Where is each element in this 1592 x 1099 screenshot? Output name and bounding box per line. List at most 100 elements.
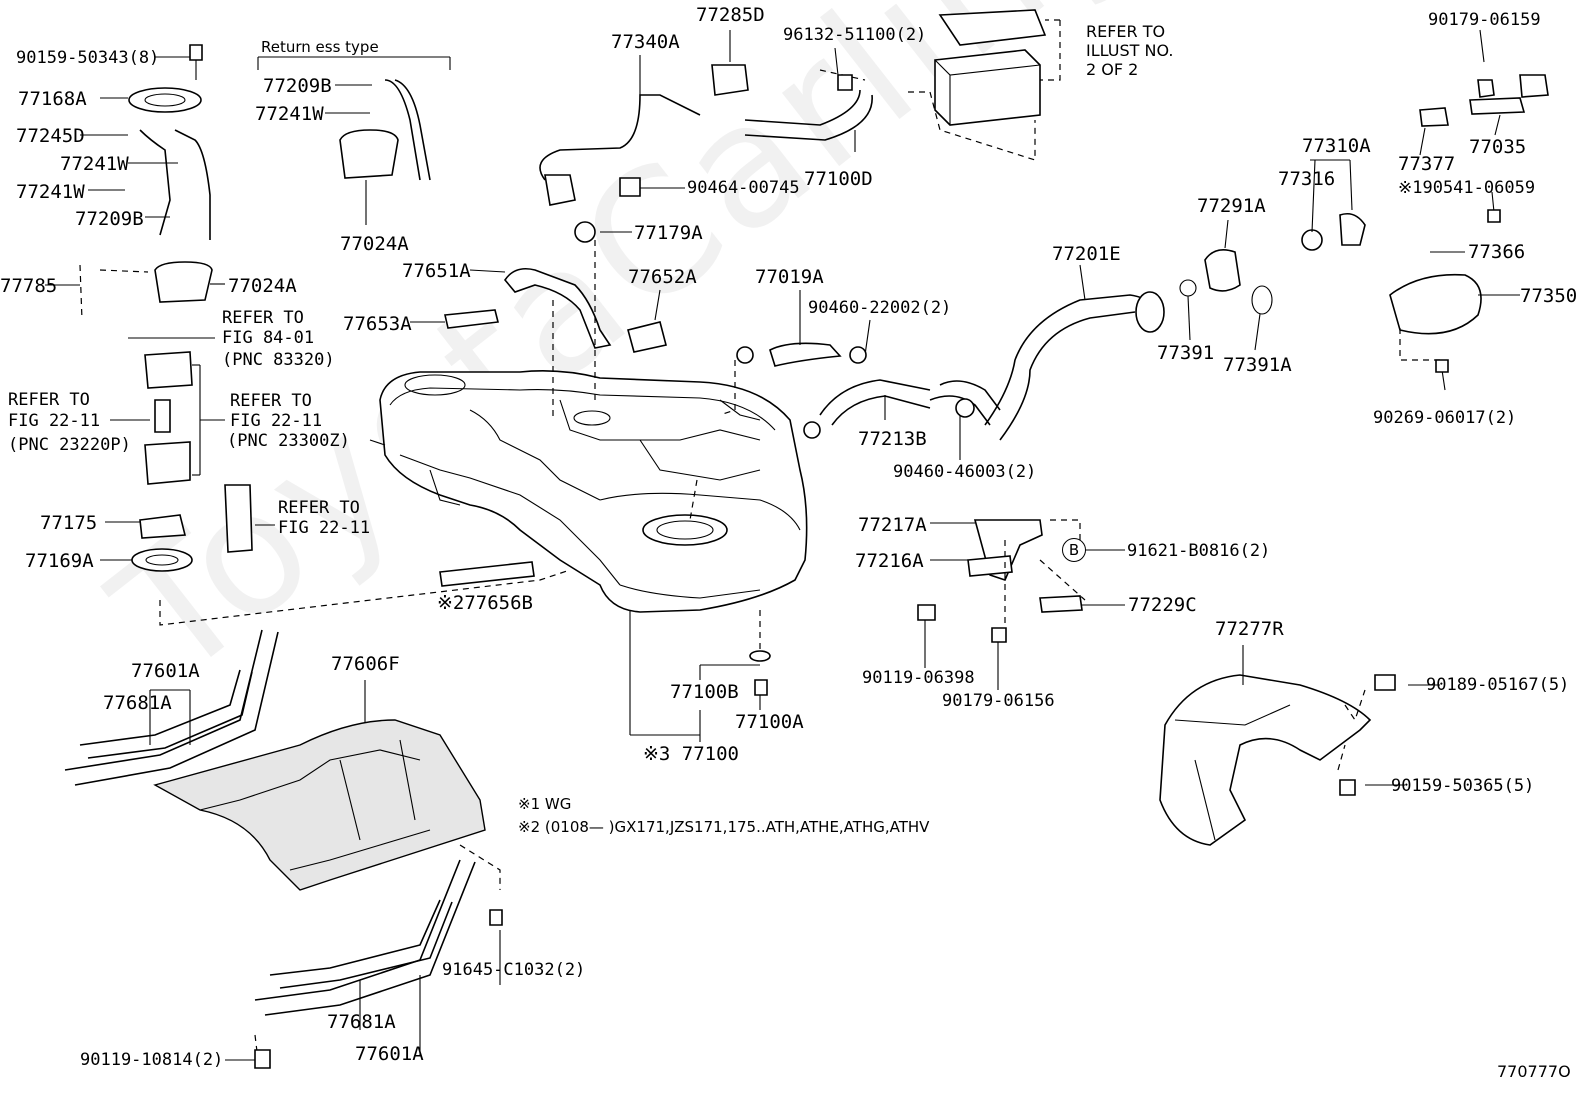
label-77035: 77035 (1469, 136, 1527, 158)
label-90460-22002: 90460-22002(2) (808, 298, 952, 318)
label-77340A: 77340A (611, 31, 680, 53)
fender-liner-77277R (1159, 674, 1372, 846)
hose-77213B-bottom (831, 395, 931, 426)
label-77601A-upper: 77601A (131, 660, 200, 682)
label-77285D: 77285D (696, 4, 765, 26)
label-91621-B0816: 91621-B0816(2) (1127, 541, 1271, 561)
label-77681A-lower: 77681A (327, 1011, 396, 1033)
label-77350: 77350 (1520, 285, 1578, 307)
label-77229C: 77229C (1128, 594, 1197, 616)
label-77168A: 77168A (18, 88, 87, 110)
label-refer-illust-line3: 2 OF 2 (1086, 60, 1139, 79)
straps-upper (64, 629, 279, 786)
pad-77653A-shape (444, 309, 499, 329)
label-refer-illust-line2: ILLUST NO. (1086, 41, 1174, 60)
callout-b: B (1062, 538, 1086, 562)
label-refer-fig84-line1: REFER TO (222, 308, 304, 328)
label-77209B-a: 77209B (263, 75, 332, 97)
hose-77100D-top (744, 89, 861, 126)
label-90464-00745: 90464-00745 (687, 178, 800, 198)
label-77100A: 77100A (735, 711, 804, 733)
note-1: ※1 WG (518, 795, 572, 813)
label-90179-06156: 90179-06156 (942, 691, 1055, 711)
label-77606F: 77606F (331, 653, 400, 675)
label-77391: 77391 (1157, 342, 1215, 364)
label-77179A: 77179A (634, 222, 703, 244)
fuel-tank (369, 370, 808, 613)
filler-cap-parts (1179, 74, 1549, 335)
label-77277R: 77277R (1215, 618, 1284, 640)
label-refer-fig22c-line1: REFER TO (278, 498, 360, 518)
label-77100B: 77100B (670, 681, 739, 703)
connector-77285D (711, 64, 749, 96)
bracket-77216A (967, 555, 1013, 577)
strap-77651A-shape (504, 267, 612, 349)
label-77024A-a: 77024A (340, 233, 409, 255)
label-77175: 77175 (40, 512, 98, 534)
label-77681A-upper: 77681A (103, 692, 172, 714)
note-2: ※2 (0108— )GX171,JZS171,175..ATH,ATHE,AT… (518, 818, 930, 836)
connector-77340A (544, 174, 576, 206)
label-90159-50343: 90159-50343(8) (16, 48, 160, 68)
label-refer-fig22a-line1: REFER TO (8, 390, 90, 410)
label-77201E: 77201E (1052, 243, 1121, 265)
label-77019A: 77019A (755, 266, 824, 288)
label-77291A: 77291A (1197, 195, 1266, 217)
label-refer-fig84-line3: (PNC 83320) (222, 350, 335, 370)
label-77653A: 77653A (343, 313, 412, 335)
label-277656B-shape (439, 561, 535, 587)
label-77241W-a: 77241W (60, 153, 129, 175)
label-77100D: 77100D (804, 168, 873, 190)
label-77213B: 77213B (858, 428, 927, 450)
label-refer-fig22b-line2: FIG 22-11 (230, 411, 323, 431)
label-190541-06059: ※190541-06059 (1398, 178, 1536, 198)
straps-lower (254, 859, 476, 1016)
leader-lines (45, 29, 1520, 1061)
label-77601A-lower: 77601A (355, 1043, 424, 1065)
label-96132-51100: 96132-51100(2) (783, 25, 927, 45)
label-77100: ※3 77100 (643, 743, 739, 765)
label-refer-fig84-line2: FIG 84-01 (222, 328, 315, 348)
label-77652A: 77652A (628, 266, 697, 288)
label-refer-fig22c-line2: FIG 22-11 (278, 518, 371, 538)
label-77316: 77316 (1278, 168, 1336, 190)
label-77169A: 77169A (25, 550, 94, 572)
label-77391A: 77391A (1223, 354, 1292, 376)
harness-77340A (539, 94, 701, 181)
label-90119-06398: 90119-06398 (862, 668, 975, 688)
dashed-lines (99, 19, 1440, 1061)
label-77024A-b: 77024A (228, 275, 297, 297)
label-91645-C1032: 91645-C1032(2) (442, 960, 586, 980)
label-refer-fig22a-line3: (PNC 23220P) (8, 435, 131, 455)
filler-pipe-77201E (929, 291, 1165, 441)
label-return-less-type: Return ess type (261, 38, 379, 56)
label-77216A: 77216A (855, 550, 924, 572)
fuel-pump-parts (79, 79, 431, 572)
label-277656B: ※277656B (437, 592, 533, 614)
hose-77100D-bottom (744, 94, 873, 141)
label-refer-illust-line1: REFER TO (1086, 22, 1166, 41)
hose-77213B-top (819, 379, 931, 416)
clip-77229C (1039, 595, 1083, 613)
label-refer-fig22b-line3: (PNC 23300Z) (227, 431, 350, 451)
label-refer-fig22a-line2: FIG 22-11 (8, 411, 101, 431)
label-77651A: 77651A (402, 260, 471, 282)
label-refer-fig22b-line1: REFER TO (230, 391, 312, 411)
label-77310A: 77310A (1302, 135, 1371, 157)
label-90269-06017: 90269-06017(2) (1373, 408, 1517, 428)
hose-77019A (769, 342, 842, 367)
charcoal-canister (934, 9, 1047, 126)
figure-id: 770777O (1497, 1062, 1571, 1081)
label-90159-50365: 90159-50365(5) (1391, 776, 1535, 796)
label-77241W-c: 77241W (255, 103, 324, 125)
label-90179-06159: 90179-06159 (1428, 10, 1541, 30)
label-77377: 77377 (1398, 153, 1456, 175)
label-77241W-b: 77241W (16, 181, 85, 203)
label-77245D: 77245D (16, 125, 85, 147)
pad-77652A-shape (627, 321, 667, 353)
label-77217A: 77217A (858, 514, 927, 536)
label-90119-10814: 90119-10814(2) (80, 1050, 224, 1070)
label-77209B-b: 77209B (75, 208, 144, 230)
